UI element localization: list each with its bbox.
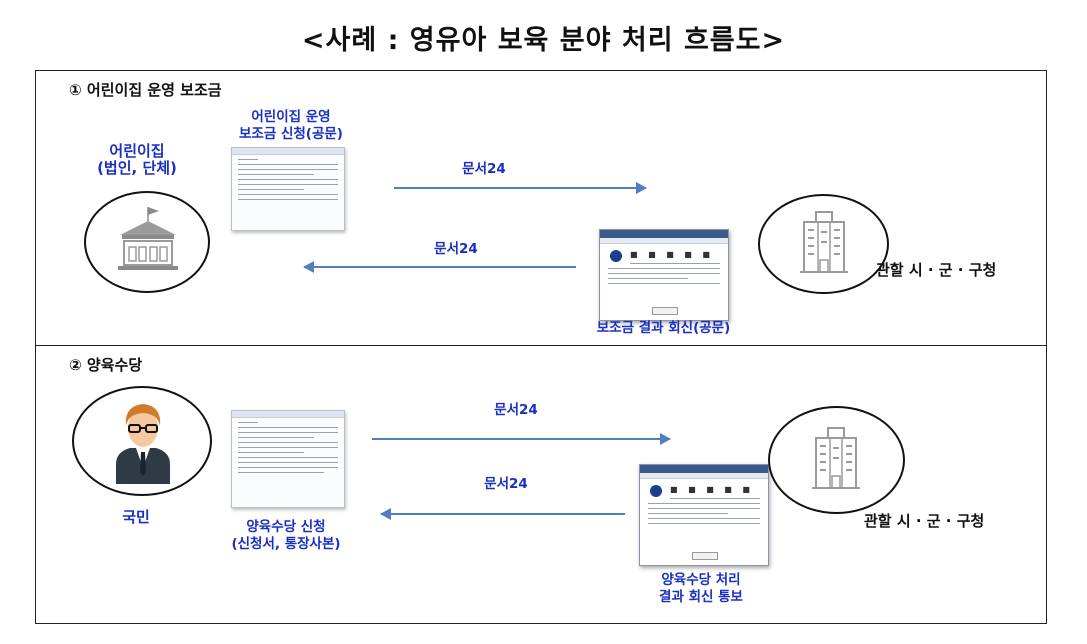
subsidy-request-label: 어린이집 운영 보조금 신청(공문) xyxy=(216,109,366,143)
government-building-icon xyxy=(812,427,860,489)
subsidy-request-line2: 보조금 신청(공문) xyxy=(239,126,343,142)
section-heading: ② 양육수당 xyxy=(69,356,143,374)
subsidy-request-document-icon xyxy=(231,147,345,231)
gov-office-circle xyxy=(758,194,889,294)
allowance-request-document-icon xyxy=(231,410,345,508)
citizen-circle xyxy=(72,386,212,496)
allowance-result-line2: 결과 회신 통보 xyxy=(659,589,743,605)
allowance-result-line1: 양육수당 처리 xyxy=(661,572,741,588)
send-channel-label: 문서24 xyxy=(494,402,538,418)
daycare-label-line2: (법인, 단체) xyxy=(97,159,177,177)
return-channel-label: 문서24 xyxy=(484,476,528,492)
send-arrow xyxy=(372,433,671,445)
return-arrow xyxy=(303,261,576,273)
allowance-request-line1: 양육수당 신청 xyxy=(246,519,326,535)
return-channel-label: 문서24 xyxy=(434,241,478,257)
allowance-request-label: 양육수당 신청 (신청서, 통장사본) xyxy=(206,519,366,553)
allowance-result-label: 양육수당 처리 결과 회신 통보 xyxy=(626,572,776,606)
allowance-request-line2: (신청서, 통장사본) xyxy=(231,536,341,552)
subsidy-result-document-window-icon: ■ ■ ■ ■ ■ xyxy=(599,229,729,321)
section-subsidy: ① 어린이집 운영 보조금 어린이집 (법인, 단체) 어린이집 운영 보조금 … xyxy=(35,70,1047,346)
daycare-label-line1: 어린이집 xyxy=(109,142,165,160)
daycare-building-icon xyxy=(118,207,178,270)
citizen-person-icon xyxy=(116,404,170,484)
gov-office-label: 관할 시 · 군 · 구청 xyxy=(864,512,985,530)
send-channel-label: 문서24 xyxy=(462,161,506,177)
government-building-icon xyxy=(800,211,848,273)
subsidy-request-line1: 어린이집 운영 xyxy=(251,109,331,125)
subsidy-result-label: 보조금 결과 회신(공문) xyxy=(596,320,731,336)
gov-office-circle xyxy=(768,406,905,514)
daycare-circle xyxy=(84,191,210,293)
section-childcare-allowance: ② 양육수당 국민 양육수당 신청 (신청서, 통장사본) 문서24 문서24 … xyxy=(35,346,1047,624)
return-arrow xyxy=(380,508,625,520)
send-arrow xyxy=(394,182,647,194)
section-heading: ① 어린이집 운영 보조금 xyxy=(69,81,222,99)
citizen-label: 국민 xyxy=(122,508,150,526)
diagram-title: <사례 : 영유아 보육 분야 처리 흐름도> xyxy=(301,25,786,56)
allowance-result-document-window-icon: ■ ■ ■ ■ ■ xyxy=(639,464,769,566)
daycare-label: 어린이집 (법인, 단체) xyxy=(76,143,198,177)
gov-office-label: 관할 시 · 군 · 구청 xyxy=(876,261,997,279)
